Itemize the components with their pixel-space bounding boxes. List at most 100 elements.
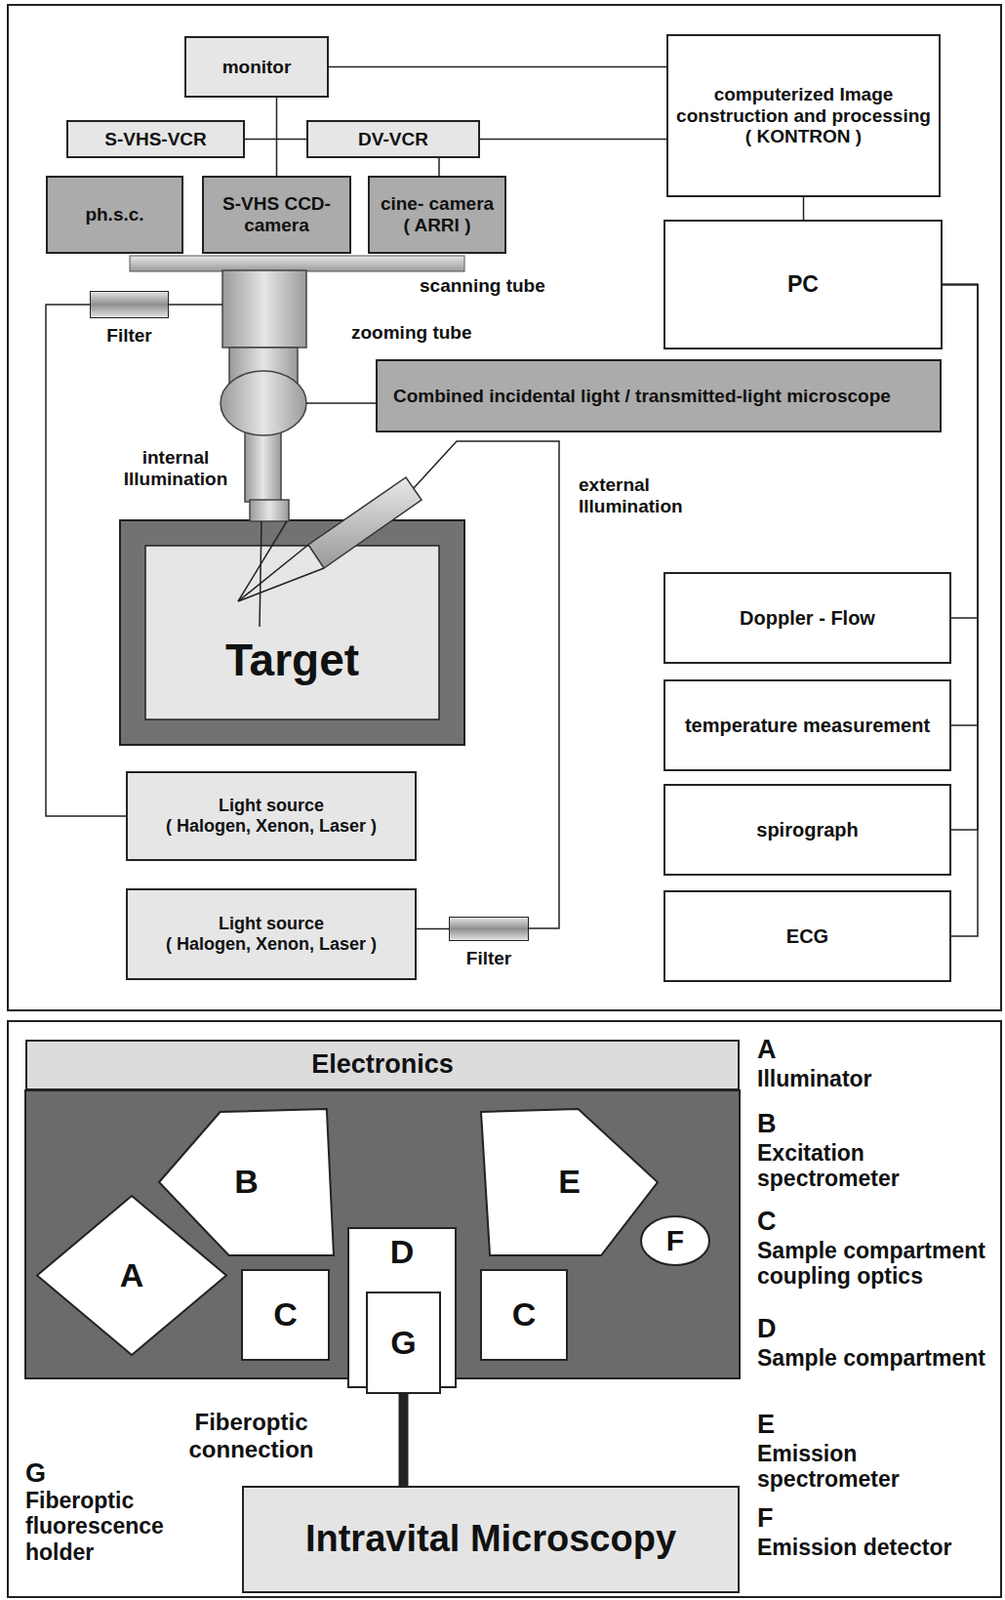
part-label: A <box>757 1034 992 1065</box>
compartment-box: DG <box>347 1226 457 1388</box>
sensor-box: spirograph <box>663 783 952 876</box>
filter: Filter <box>448 916 529 941</box>
part-label: Sample compartment coupling optics <box>757 1237 992 1289</box>
filter: Filter <box>89 290 169 319</box>
node-text: D <box>390 1232 415 1271</box>
electronics-band: Electronics <box>25 1039 740 1090</box>
objective-tip <box>249 499 289 522</box>
node-text: temperature measurement <box>684 714 930 737</box>
node-text: ( Halogen, Xenon, Laser ) <box>165 815 377 837</box>
device-box: S-VHS-VCR <box>66 120 245 159</box>
node-text: Doppler - Flow <box>739 606 876 630</box>
node-text: C <box>273 1294 298 1333</box>
target-frame <box>120 520 465 745</box>
node-text: C <box>512 1294 537 1333</box>
objective <box>244 429 282 502</box>
camera-box: ph.s.c. <box>45 175 184 254</box>
microscope-box: Combined incidental light / transmitted-… <box>375 359 942 433</box>
node-text: monitor <box>222 56 292 79</box>
part-label: Excitation spectrometer <box>757 1139 992 1192</box>
connector <box>276 97 279 176</box>
zooming-tube <box>222 270 307 348</box>
part-label: G <box>25 1457 84 1488</box>
camera-box: cine- camera ( ARRI ) <box>367 175 507 254</box>
node-outline <box>641 1215 710 1265</box>
node-text: PC <box>787 271 819 297</box>
light-beam <box>259 521 262 627</box>
part-label: external Illumination <box>578 474 716 518</box>
holder-box: G <box>365 1290 442 1394</box>
microscopy-box: Intravital Microscopy <box>241 1485 740 1593</box>
spectrometer-shape: B <box>158 1107 335 1256</box>
node-text: F <box>666 1223 684 1258</box>
part-label: zooming tube <box>351 321 547 344</box>
part-label: C <box>757 1206 992 1237</box>
light-guide <box>168 303 223 306</box>
connector <box>399 1393 409 1486</box>
sensor-box: ECG <box>663 889 952 982</box>
light-source-box: Light source( Halogen, Xenon, Laser ) <box>125 887 417 980</box>
light-guide <box>413 441 560 928</box>
connector <box>45 304 126 816</box>
panel-frame <box>7 1020 1002 1597</box>
connector <box>803 197 805 220</box>
node-text: ph.s.c. <box>84 203 144 226</box>
part-label: Sample compartment <box>757 1344 992 1370</box>
light-source-box: Light source( Halogen, Xenon, Laser ) <box>125 770 417 861</box>
target-field <box>145 545 440 720</box>
part-label: E <box>757 1408 992 1440</box>
node-text: spirograph <box>756 818 858 842</box>
node-text: S-VHS-VCR <box>104 128 207 151</box>
connector <box>438 158 441 176</box>
camera-box: S-VHS CCD- camera <box>201 175 352 254</box>
node-text: ( Halogen, Xenon, Laser ) <box>165 933 377 955</box>
optics-box: C <box>241 1268 330 1361</box>
node-text: Light source <box>218 913 324 934</box>
connector <box>328 66 667 69</box>
node-text: G <box>390 1323 416 1362</box>
connector <box>480 138 667 141</box>
light-beam <box>238 521 287 602</box>
node-outline <box>481 1108 658 1255</box>
node-text: Combined incidental light / transmitted-… <box>393 385 891 407</box>
connector <box>416 927 449 930</box>
part-label: internal Illumination <box>107 446 244 490</box>
node-text: ( KONTRON ) <box>745 125 862 148</box>
node-text: Intravital Microscopy <box>305 1517 677 1561</box>
node-text: E <box>558 1162 581 1201</box>
part-label: F <box>757 1502 992 1533</box>
detector-circle: F <box>640 1214 711 1266</box>
device-box: monitor <box>184 36 329 98</box>
device-box: DV-VCR <box>306 120 481 159</box>
external-probe <box>308 477 422 568</box>
scanning-tube <box>129 255 465 272</box>
node-text: cine- camera ( ARRI ) <box>377 193 497 237</box>
node-outline <box>159 1108 334 1255</box>
process-box: computerized Image construction and proc… <box>666 34 941 198</box>
node-text: ECG <box>786 924 829 948</box>
panel-frame <box>7 4 1002 1010</box>
sensor-box: temperature measurement <box>663 679 952 771</box>
light-beam <box>238 544 324 602</box>
part-label: Illuminator <box>757 1065 992 1091</box>
node-text: Filter <box>106 324 152 347</box>
part-label: Emission spectrometer <box>757 1440 992 1492</box>
target: Target <box>120 520 465 745</box>
node-text: Light source <box>218 795 324 816</box>
node-text: S-VHS CCD- camera <box>211 193 342 237</box>
leader-line <box>306 402 376 404</box>
part-label: B <box>757 1108 992 1139</box>
sensor-box: Doppler - Flow <box>663 571 952 664</box>
spectrometer-shape: E <box>480 1107 659 1256</box>
optics-box: C <box>480 1268 568 1361</box>
part-label: Fiberoptic fluorescence holder <box>25 1487 216 1565</box>
computer-box: PC <box>663 219 943 350</box>
part-label: Emission detector <box>757 1533 992 1560</box>
microscope-lens <box>220 370 307 436</box>
connector <box>942 284 978 619</box>
node-text: DV-VCR <box>358 128 429 151</box>
node-text: A <box>120 1255 145 1294</box>
node-text: Filter <box>466 947 512 969</box>
part-label: Fiberoptic connection <box>165 1407 337 1462</box>
connector <box>244 138 307 141</box>
